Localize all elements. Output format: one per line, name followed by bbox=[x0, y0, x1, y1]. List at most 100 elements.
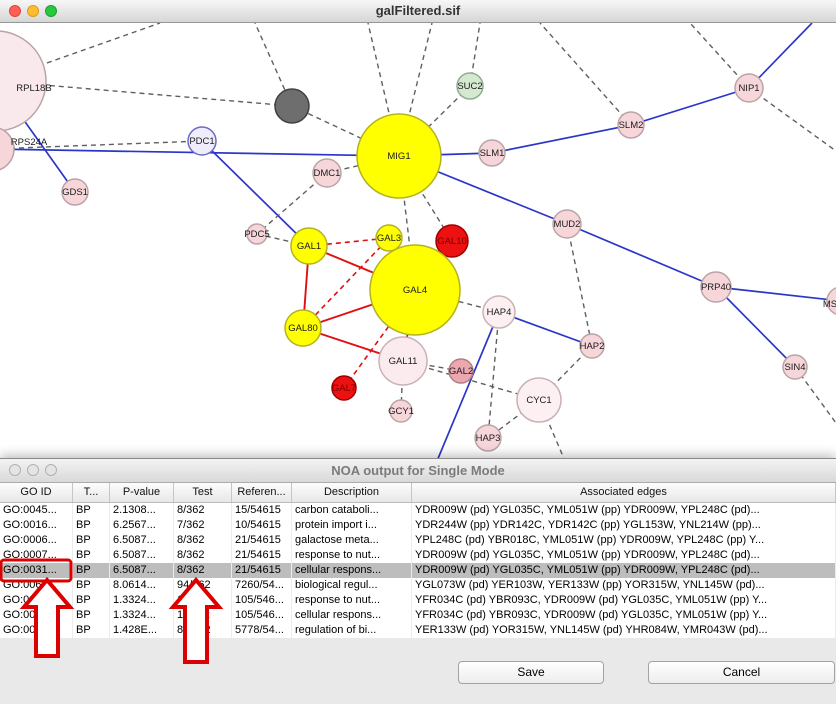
noa-window-title: NOA output for Single Mode bbox=[331, 463, 505, 478]
zoom-button[interactable] bbox=[45, 5, 57, 17]
edge-RPS24A-PDC1[interactable] bbox=[0, 140, 203, 150]
node-GCY1[interactable] bbox=[389, 399, 413, 423]
edge-DARK-MIG1[interactable] bbox=[291, 105, 400, 157]
edge-NIP1-pt[interactable] bbox=[689, 23, 750, 89]
network-window-titlebar[interactable]: galFiltered.sif bbox=[0, 0, 836, 23]
table-cell: BP bbox=[73, 593, 110, 608]
table-cell: protein import i... bbox=[292, 518, 412, 533]
edge-PDC1-GAL1[interactable] bbox=[201, 140, 310, 247]
node-label-GAL4: GAL4 bbox=[403, 285, 427, 296]
table-cell: 11/362 bbox=[174, 593, 232, 608]
table-cell: 15/54615 bbox=[232, 503, 292, 518]
node-label-GAL11: GAL11 bbox=[389, 356, 418, 367]
node-MUD2[interactable] bbox=[552, 209, 582, 239]
table-cell: YGL073W (pd) YER103W, YER133W (pp) YOR31… bbox=[412, 578, 836, 593]
table-cell: GO:0009... bbox=[0, 593, 73, 608]
table-cell: 8.0614... bbox=[110, 578, 174, 593]
minimize-button-dialog[interactable] bbox=[27, 464, 39, 476]
node-PDC1[interactable] bbox=[187, 126, 217, 156]
table-cell: 1.3324... bbox=[110, 593, 174, 608]
node-HAP3[interactable] bbox=[474, 424, 502, 452]
node-HAP2[interactable] bbox=[579, 333, 605, 359]
zoom-button-dialog[interactable] bbox=[45, 464, 57, 476]
edge-PRP40-MS[interactable] bbox=[715, 286, 836, 302]
table-cell: BP bbox=[73, 563, 110, 578]
column-header-test[interactable]: Test bbox=[174, 483, 232, 502]
table-cell: 80/362 bbox=[174, 623, 232, 638]
close-button[interactable] bbox=[9, 5, 21, 17]
node-GAL3[interactable] bbox=[375, 224, 403, 252]
close-button-dialog[interactable] bbox=[9, 464, 21, 476]
node-DMC1[interactable] bbox=[312, 158, 342, 188]
node-RPS24A[interactable] bbox=[0, 127, 15, 171]
table-cell: GO:0031... bbox=[0, 563, 73, 578]
table-cell: 8/362 bbox=[174, 548, 232, 563]
noa-window-titlebar[interactable]: NOA output for Single Mode bbox=[0, 459, 836, 483]
edge-GAL80-GAL3[interactable] bbox=[302, 237, 390, 329]
column-header-p-value[interactable]: P-value bbox=[110, 483, 174, 502]
save-button[interactable]: Save bbox=[458, 661, 604, 684]
table-cell: 5778/54... bbox=[232, 623, 292, 638]
node-GAL4[interactable] bbox=[369, 244, 461, 336]
edge-DARK-pt[interactable] bbox=[254, 23, 293, 107]
edge-SLM2-NIP1[interactable] bbox=[630, 87, 750, 126]
node-PDC5[interactable] bbox=[246, 223, 268, 245]
column-header-associated-edges[interactable]: Associated edges bbox=[412, 483, 836, 502]
node-GAL10[interactable] bbox=[435, 224, 469, 258]
node-GAL7[interactable] bbox=[331, 375, 357, 401]
node-SIN4[interactable] bbox=[782, 354, 808, 380]
column-header-referen[interactable]: Referen... bbox=[232, 483, 292, 502]
node-MS[interactable] bbox=[826, 287, 836, 315]
node-HAP4[interactable] bbox=[482, 295, 516, 329]
node-GDS1[interactable] bbox=[61, 178, 89, 206]
column-header-description[interactable]: Description bbox=[292, 483, 412, 502]
table-cell: cellular respons... bbox=[292, 563, 412, 578]
node-label-MIG1: MIG1 bbox=[387, 151, 410, 162]
node-NIP1[interactable] bbox=[734, 73, 764, 103]
node-PRP40[interactable] bbox=[700, 271, 732, 303]
cancel-button[interactable]: Cancel bbox=[648, 661, 835, 684]
node-label-SLM2: SLM2 bbox=[619, 120, 644, 131]
column-header-t[interactable]: T... bbox=[73, 483, 110, 502]
column-header-go-id[interactable]: GO ID bbox=[0, 483, 73, 502]
node-MIG1[interactable] bbox=[356, 113, 442, 199]
network-graph: RPL18BRPS24AGDS1PDC1DMC1MIG1SUC2SLM1SLM2… bbox=[0, 23, 836, 458]
node-gray[interactable] bbox=[274, 88, 310, 124]
node-GAL1[interactable] bbox=[290, 227, 328, 265]
node-SUC2[interactable] bbox=[456, 72, 484, 100]
edge-GAL11-CYC1[interactable] bbox=[402, 360, 540, 401]
edge-MUD2-PRP40[interactable] bbox=[566, 223, 717, 288]
edge-NIP1-pt[interactable] bbox=[748, 87, 836, 152]
node-GAL80[interactable] bbox=[284, 309, 322, 347]
edge-SLM2-pt[interactable] bbox=[539, 23, 632, 126]
node-SLM2[interactable] bbox=[617, 111, 645, 139]
node-SLM1[interactable] bbox=[478, 139, 506, 167]
node-GAL11[interactable] bbox=[378, 336, 428, 386]
edge-HAP4-pt[interactable] bbox=[437, 311, 500, 458]
edge-HAP4-HAP3[interactable] bbox=[487, 311, 500, 439]
edge-NIP1-pt[interactable] bbox=[748, 23, 813, 89]
edge-DMC1-PDC5[interactable] bbox=[256, 172, 328, 235]
node-GAL2[interactable] bbox=[448, 358, 474, 384]
table-cell: BP bbox=[73, 503, 110, 518]
table-cell: 6.2567... bbox=[110, 518, 174, 533]
edge-SLM1-SLM2[interactable] bbox=[491, 124, 632, 154]
edge-PRP40-SIN4[interactable] bbox=[715, 286, 796, 368]
node-CYC1[interactable] bbox=[516, 377, 562, 423]
table-cell: GO:0006... bbox=[0, 533, 73, 548]
edge-MUD2-HAP2[interactable] bbox=[566, 223, 593, 347]
minimize-button[interactable] bbox=[27, 5, 39, 17]
node-RPL18B[interactable] bbox=[0, 30, 47, 132]
